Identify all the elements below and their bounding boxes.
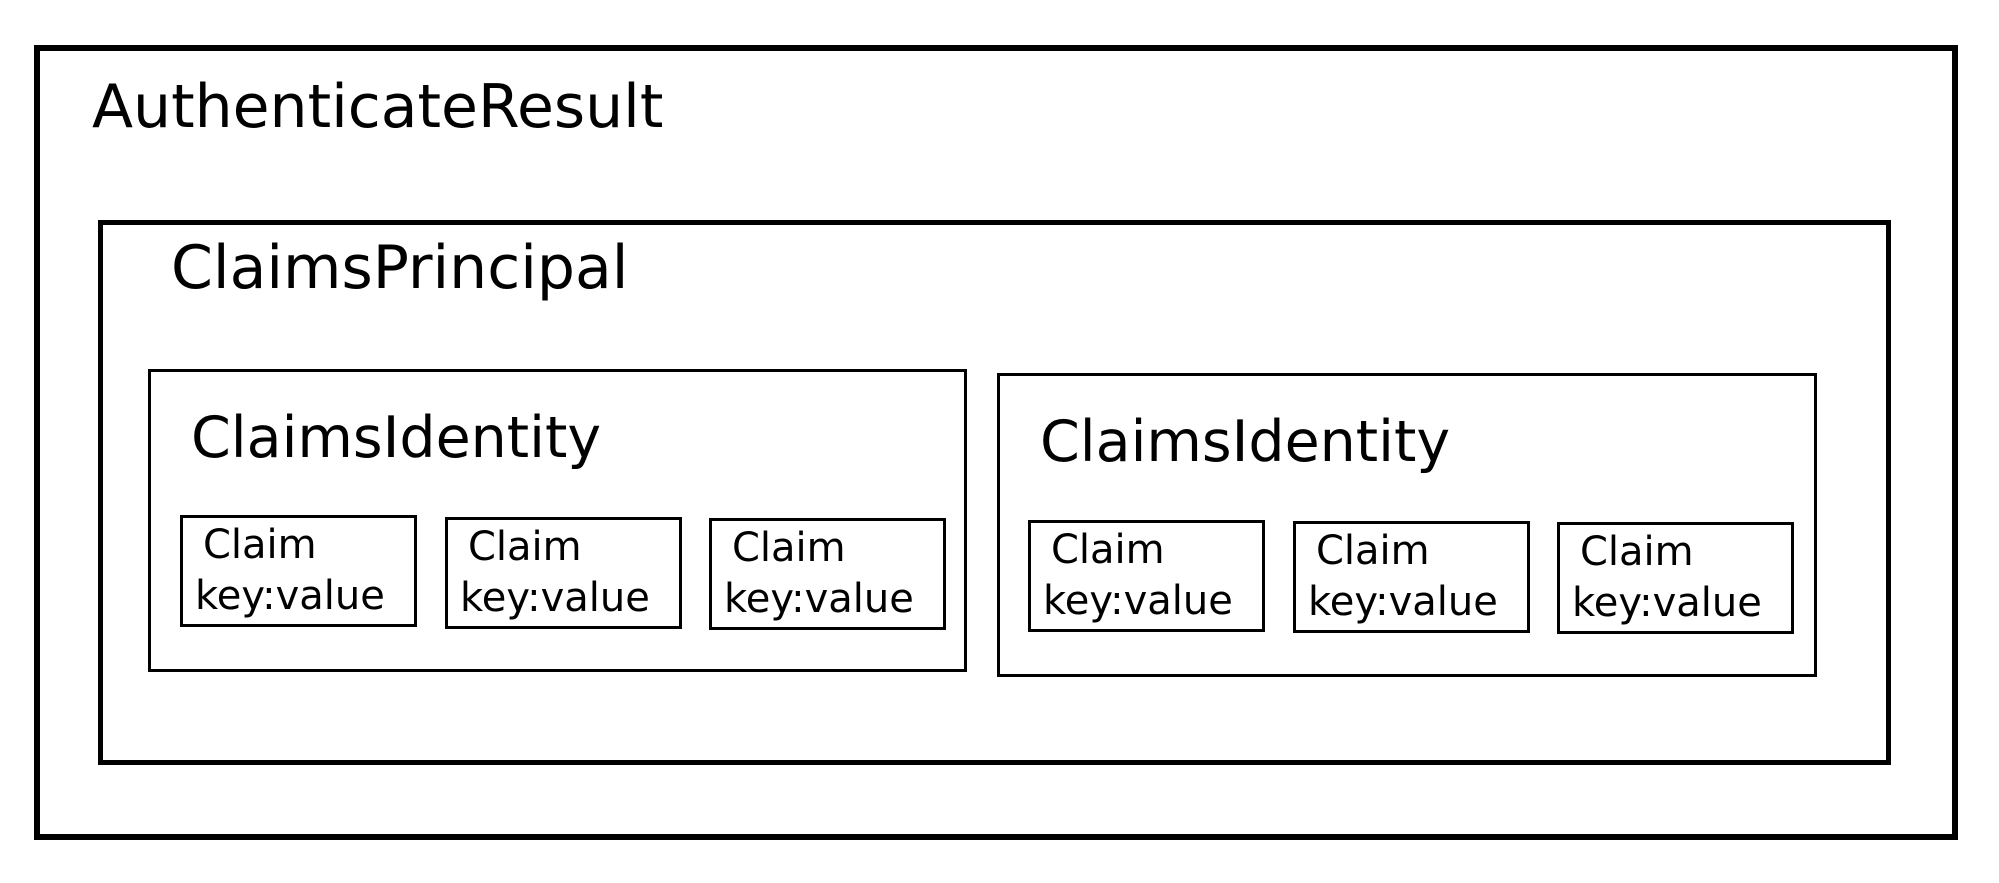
claim-content: key:value xyxy=(1572,580,1762,626)
claim-content: key:value xyxy=(460,575,650,621)
claim-title: Claim xyxy=(732,525,846,571)
claim-content: key:value xyxy=(195,573,385,619)
claim-box-2-1: Claim key:value xyxy=(1028,520,1265,632)
claim-title: Claim xyxy=(203,522,317,568)
claim-content: key:value xyxy=(1308,579,1498,625)
claim-box-2-3: Claim key:value xyxy=(1557,522,1794,634)
claim-content: key:value xyxy=(724,576,914,622)
claim-title: Claim xyxy=(468,524,582,570)
claim-box-1-1: Claim key:value xyxy=(180,515,417,627)
authenticate-result-title: AuthenticateResult xyxy=(92,72,664,142)
claims-principal-title: ClaimsPrincipal xyxy=(171,233,629,303)
claim-box-1-2: Claim key:value xyxy=(445,517,682,629)
claims-identity-title-1: ClaimsIdentity xyxy=(191,405,602,471)
claim-title: Claim xyxy=(1316,528,1430,574)
claim-box-2-2: Claim key:value xyxy=(1293,521,1530,633)
claim-title: Claim xyxy=(1580,529,1694,575)
claim-box-1-3: Claim key:value xyxy=(709,518,946,630)
claim-content: key:value xyxy=(1043,578,1233,624)
claims-identity-title-2: ClaimsIdentity xyxy=(1040,409,1451,475)
claim-title: Claim xyxy=(1051,527,1165,573)
